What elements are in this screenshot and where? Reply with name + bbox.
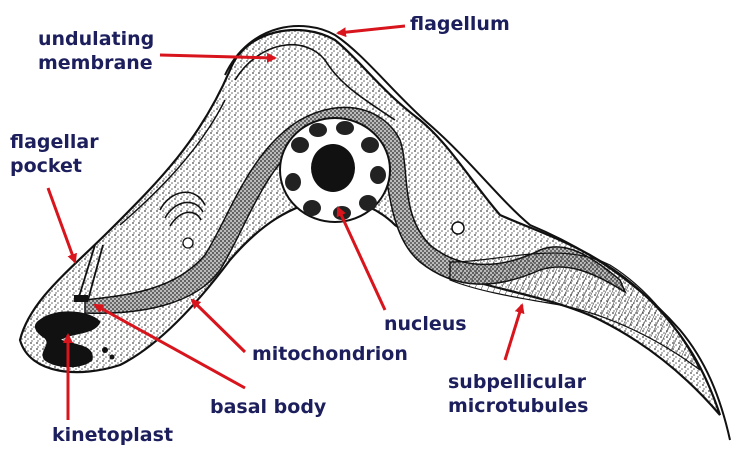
label-basal-body: basal body: [210, 395, 326, 419]
label-membrane-line2: membrane: [38, 51, 154, 75]
label-subpellicular-microtubules: subpellicular microtubules: [448, 370, 588, 418]
label-nucleus: nucleus: [384, 312, 467, 336]
arrow-subpellicular: [505, 305, 522, 360]
label-mitochondrion: mitochondrion: [252, 342, 408, 366]
label-flagellar-line1: flagellar: [10, 130, 99, 154]
nucleus-shape: [280, 118, 390, 222]
label-flagellar-pocket: flagellar pocket: [10, 130, 99, 178]
arrow-flagellum: [338, 26, 405, 33]
label-pocket-line2: pocket: [10, 154, 99, 178]
label-subpellicular-line1: subpellicular: [448, 370, 588, 394]
basal-body-shape: [74, 295, 88, 302]
arrow-nucleus: [338, 208, 385, 310]
label-undulating-line1: undulating: [38, 27, 154, 51]
label-flagellum: flagellum: [410, 12, 510, 36]
label-kinetoplast: kinetoplast: [52, 423, 173, 447]
arrow-flagellar-pocket: [48, 188, 75, 262]
label-undulating-membrane: undulating membrane: [38, 27, 154, 75]
label-microtubules-line2: microtubules: [448, 394, 588, 418]
arrow-mitochondrion: [192, 300, 245, 352]
